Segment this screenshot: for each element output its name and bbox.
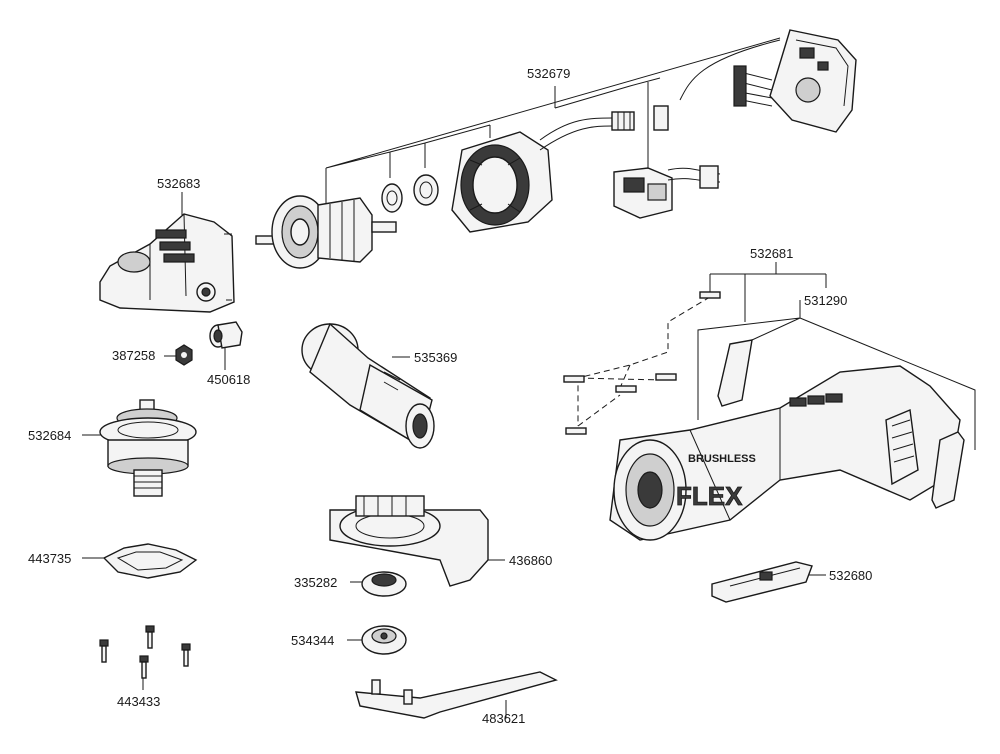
bushing-drawing [209, 321, 243, 349]
lock-nut-drawing [361, 625, 407, 655]
brand-logo-flex: FLEX [676, 481, 743, 511]
side-handle-drawing [301, 322, 435, 449]
part-label-387258: 387258 [112, 348, 155, 363]
part-label-535369: 535369 [414, 350, 457, 365]
stator-drawing [451, 111, 635, 233]
screws-drawing [99, 625, 191, 679]
washers-drawing [381, 174, 439, 213]
housing-screws-drawing [563, 291, 721, 435]
nut-drawing [175, 344, 193, 366]
part-label-450618: 450618 [207, 372, 250, 387]
part-label-335282: 335282 [294, 575, 337, 590]
part-label-532680: 532680 [829, 568, 872, 583]
flange-drawing [361, 571, 407, 597]
part-label-483621: 483621 [482, 711, 525, 726]
part-label-531290: 531290 [804, 293, 847, 308]
part-label-532679: 532679 [527, 66, 570, 81]
spindle-assembly-drawing [99, 399, 197, 497]
part-label-532683: 532683 [157, 176, 200, 191]
guard-drawing [329, 495, 489, 587]
armature-drawing [255, 195, 397, 269]
part-label-436860: 436860 [509, 553, 552, 568]
part-labels: 532679 532683 532681 531290 387258 45061… [28, 66, 872, 726]
motor-housing-drawing: BRUSHLESS FLEX [609, 339, 965, 541]
switch-drawing [613, 165, 721, 219]
brand-text-brushless: BRUSHLESS [688, 453, 756, 465]
part-label-443433: 443433 [117, 694, 160, 709]
spanner-drawing [355, 671, 558, 719]
part-label-443735: 443735 [28, 551, 71, 566]
part-label-534344: 534344 [291, 633, 334, 648]
leader-lines [82, 37, 976, 718]
battery-latch-drawing [711, 561, 813, 603]
part-label-532684: 532684 [28, 428, 71, 443]
gasket-drawing [102, 543, 198, 579]
gear-head-drawing [99, 213, 235, 313]
control-board-drawing [653, 29, 857, 133]
part-label-532681: 532681 [750, 246, 793, 261]
